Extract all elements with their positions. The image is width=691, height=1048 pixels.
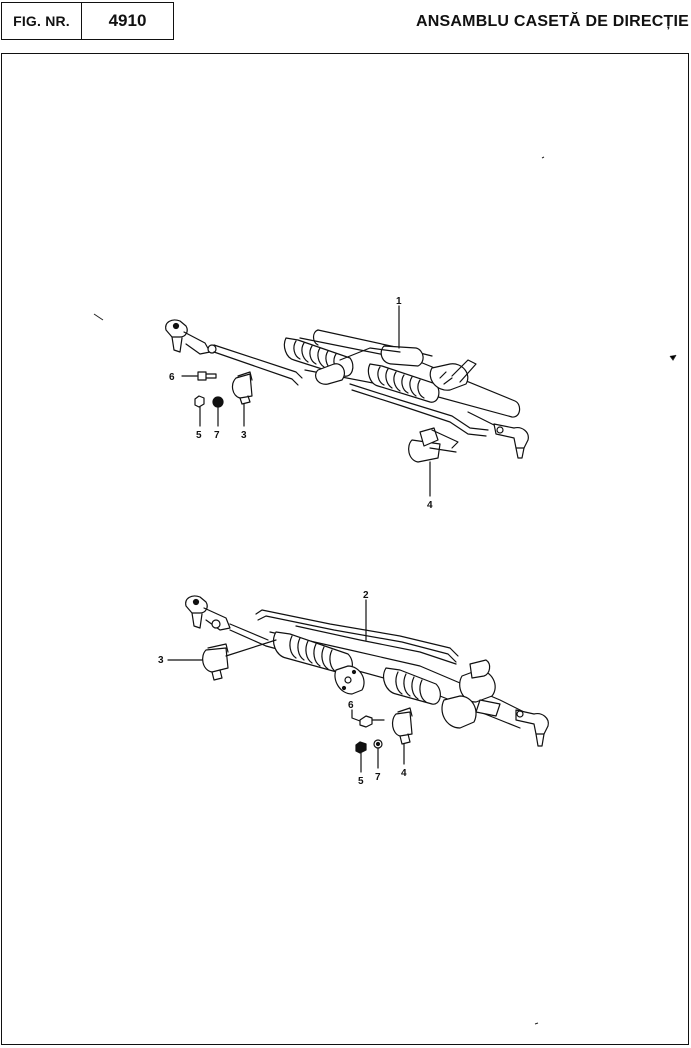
callouts-top: 1 6 5 7 3 4: [169, 296, 433, 511]
steering-rack-assembly-top: [165, 305, 529, 497]
callout-1: 1: [396, 296, 402, 307]
callout-7-top: 7: [214, 430, 220, 441]
bellows-right-bottom: [383, 667, 441, 705]
bolt-6-top: [181, 371, 217, 381]
tie-rod-end-right-bottom: [515, 709, 549, 747]
drawing-frame: [1, 53, 689, 1045]
mounting-clamp-4-top: [408, 427, 459, 463]
callout-6-bottom: 6: [348, 700, 354, 711]
tie-rod-end-left-top: [165, 319, 217, 355]
tie-rod-end-left-bottom: [185, 595, 231, 631]
nut-5-bottom: [355, 741, 367, 773]
callout-5-bottom: 5: [358, 776, 364, 787]
clamp-4-bottom: [391, 707, 413, 765]
washer-7-top: [212, 396, 224, 427]
tie-rod-end-right-top: [493, 423, 529, 459]
bolt-6-bottom: [351, 709, 385, 728]
clamp-3-top: [231, 371, 253, 405]
callout-6-top: 6: [169, 372, 175, 383]
callout-3-bottom: 3: [158, 655, 164, 666]
nut-5-top: [194, 395, 205, 427]
washer-7-bottom: [373, 739, 383, 769]
figure-number-box: FIG. NR. 4910: [1, 2, 174, 40]
callout-3-top: 3: [241, 430, 247, 441]
bellows-right-top: [367, 363, 440, 403]
steering-rack-assembly-bottom: [167, 595, 549, 773]
scan-specks: [93, 156, 677, 1025]
page-title: ANSAMBLU CASETĂ DE DIRECȚIE: [416, 13, 689, 30]
callout-2: 2: [363, 590, 369, 601]
clamp-3-bottom: [202, 639, 277, 681]
callout-4-top: 4: [427, 500, 433, 511]
callout-7-bottom: 7: [375, 772, 381, 783]
callout-5-top: 5: [196, 430, 202, 441]
callouts-bottom: 2 3 6 5 7 4: [158, 590, 407, 787]
figure-number-value: 4910: [108, 11, 147, 30]
figure-number-label: FIG. NR.: [2, 3, 82, 39]
callout-4-bottom: 4: [401, 768, 407, 779]
